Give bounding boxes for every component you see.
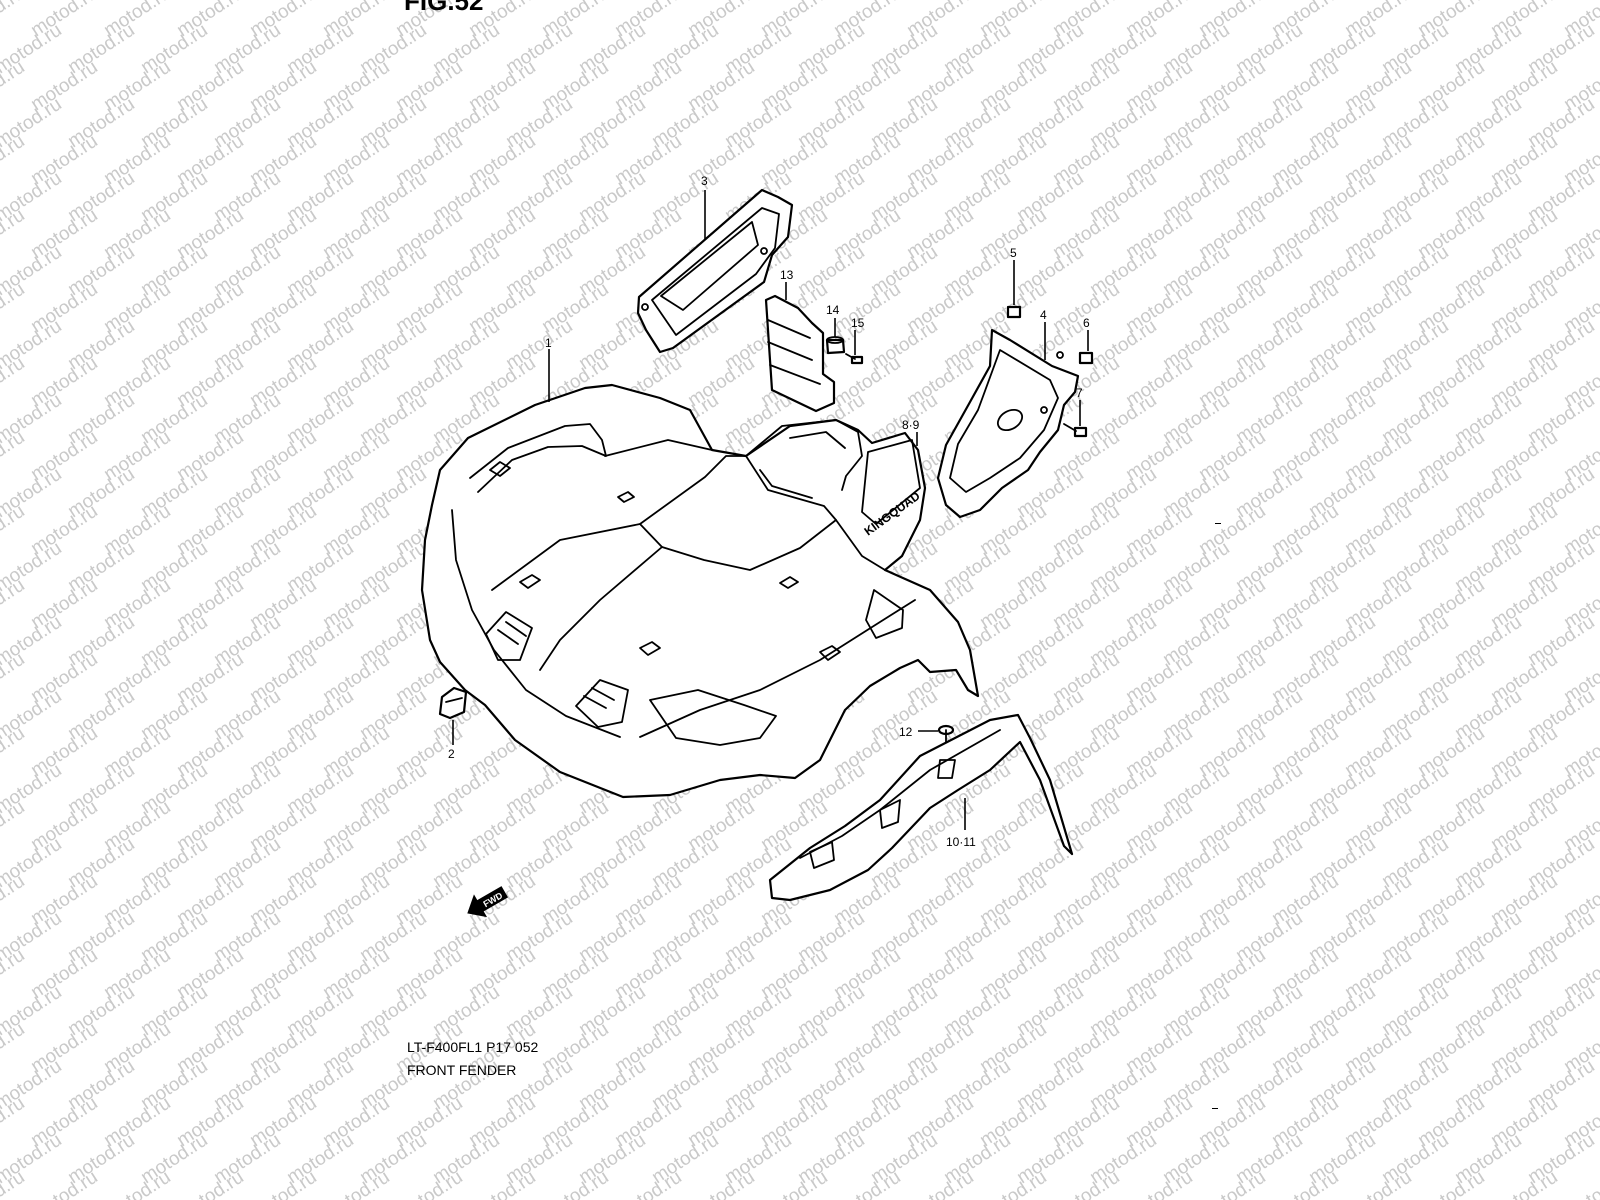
callout-1: 1 xyxy=(545,336,552,350)
callouts: 1 2 3 4 5 6 7 8·9 10·11 12 13 14 15 xyxy=(448,174,1090,849)
caption-part-name: FRONT FENDER xyxy=(407,1062,517,1078)
part-6-nut xyxy=(1078,351,1094,365)
callout-12: 12 xyxy=(899,725,913,739)
callout-2: 2 xyxy=(448,747,455,761)
fwd-arrow-icon: FWD xyxy=(467,886,509,918)
callout-3: 3 xyxy=(701,174,708,188)
part-5-nut xyxy=(1006,305,1022,319)
part-12-rivet xyxy=(937,724,955,743)
callout-14: 14 xyxy=(826,303,840,317)
callout-10-11: 10·11 xyxy=(946,835,976,849)
callout-8-9: 8·9 xyxy=(902,418,920,432)
caption-model-code: LT-F400FL1 P17 052 xyxy=(407,1039,539,1055)
callout-13: 13 xyxy=(780,268,794,282)
part-3-inner-cover xyxy=(636,188,794,354)
part-7-screw xyxy=(1063,423,1088,438)
scan-mark xyxy=(1215,523,1221,524)
scan-mark xyxy=(1212,1108,1218,1109)
part-1-front-fender: KINGQUAD xyxy=(420,383,980,799)
part-15-screw xyxy=(845,353,864,365)
callout-4: 4 xyxy=(1040,308,1047,322)
part-4-side-cover xyxy=(936,328,1080,519)
part-2-clip xyxy=(438,686,468,720)
part-14-grommet xyxy=(825,336,846,355)
figure-label: FIG.52 xyxy=(404,0,484,16)
callout-6: 6 xyxy=(1083,316,1090,330)
callout-7: 7 xyxy=(1076,386,1083,400)
part-13-pad xyxy=(764,294,836,413)
callout-5: 5 xyxy=(1010,246,1017,260)
callout-15: 15 xyxy=(851,316,865,330)
part-10-11-mud-flap xyxy=(768,713,1074,902)
leader-lines xyxy=(452,190,1089,830)
